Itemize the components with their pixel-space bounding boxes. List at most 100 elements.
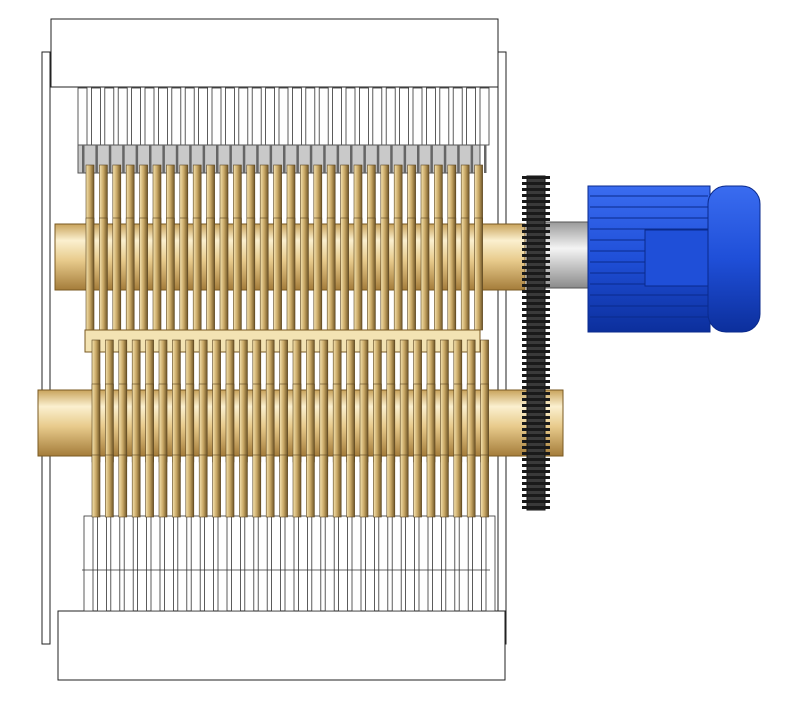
- cutter-blade: [125, 164, 135, 226]
- cutter-blade: [300, 217, 309, 331]
- cutter-blade: [313, 217, 323, 331]
- cutter-blade: [158, 383, 168, 463]
- spacer-strip: [190, 515, 201, 612]
- gear-tooth: [522, 278, 550, 281]
- comb-tooth: [350, 145, 353, 173]
- spacer-strip: [351, 515, 362, 612]
- gear-tooth: [522, 434, 550, 437]
- spacer-strip: [364, 515, 375, 612]
- cutter-blade: [99, 217, 108, 331]
- cutter-blade: [407, 217, 416, 331]
- spacer-strip: [251, 87, 262, 146]
- spacer-strip: [418, 515, 429, 612]
- cutter-blade: [225, 383, 235, 463]
- spacer-strip: [425, 87, 436, 146]
- gear-tooth: [522, 458, 550, 461]
- cutter-blade: [152, 164, 162, 226]
- spacer-strip: [91, 87, 101, 146]
- cutter-blade: [99, 164, 108, 226]
- spacer-strip: [472, 515, 483, 612]
- spacer-strip: [485, 515, 496, 612]
- spacer-strip: [378, 515, 389, 612]
- gear-tooth: [522, 500, 550, 503]
- comb-tooth: [323, 145, 326, 173]
- gear-tooth: [522, 332, 550, 335]
- cutter-blade: [131, 454, 141, 518]
- gear-tooth: [522, 416, 550, 419]
- gear-tooth: [522, 464, 550, 467]
- cutter-blade: [367, 164, 376, 226]
- cutter-blade: [399, 454, 409, 518]
- spacer-strip: [278, 87, 289, 146]
- cutter-blade: [313, 164, 323, 226]
- spacer-strip: [217, 515, 228, 612]
- cutter-blade: [373, 383, 382, 463]
- spacer-strip: [123, 515, 134, 612]
- gear-tooth: [522, 230, 550, 233]
- cutter-blade: [246, 164, 256, 226]
- comb-tooth: [336, 145, 340, 173]
- cutter-blade: [373, 454, 382, 518]
- spacer-strip: [137, 515, 148, 612]
- cutter-blade: [206, 217, 215, 331]
- gear-tooth: [522, 254, 550, 257]
- cutter-blade: [279, 383, 288, 463]
- cutter-blade: [225, 454, 235, 518]
- comb-tooth: [229, 145, 232, 173]
- comb-tooth: [242, 145, 246, 173]
- spacer-strip: [324, 515, 335, 612]
- gear-tooth: [522, 308, 550, 311]
- spacer-strip: [104, 87, 115, 146]
- gear-tooth: [522, 218, 550, 221]
- gear-tooth: [522, 452, 550, 455]
- cutter-blade: [286, 164, 296, 226]
- comb-tooth: [269, 145, 273, 173]
- cutter-blade: [353, 164, 363, 226]
- cutter-blade: [413, 454, 422, 518]
- cutter-blade: [145, 454, 154, 518]
- gear-tooth: [522, 284, 550, 287]
- cutter-blade: [239, 383, 248, 463]
- cutter-blade: [440, 383, 449, 463]
- cutter-blade: [85, 164, 95, 226]
- gear-tooth: [522, 488, 550, 491]
- gear-tooth: [522, 428, 550, 431]
- cutter-blade: [393, 164, 403, 226]
- spacer-strip: [150, 515, 161, 612]
- drive-gear: [522, 175, 550, 511]
- cutter-blade: [172, 383, 181, 463]
- cutter-blade: [219, 217, 229, 331]
- comb-tooth: [162, 145, 165, 173]
- cutter-blade: [219, 164, 229, 226]
- gear-tooth: [522, 224, 550, 227]
- cutter-blade: [112, 217, 122, 331]
- cutter-blade: [426, 383, 436, 463]
- spacer-strip: [385, 87, 396, 146]
- left-side-plate: [41, 51, 51, 645]
- comb-tooth: [175, 145, 179, 173]
- cutter-blade: [112, 164, 122, 226]
- cutter-blade: [273, 164, 282, 226]
- spacer-strip: [163, 515, 174, 612]
- spacer-strip: [97, 515, 107, 612]
- motor: [587, 185, 761, 333]
- comb-tooth: [484, 145, 487, 173]
- cutter-blade: [346, 383, 355, 463]
- spacer-strip: [399, 87, 410, 146]
- cutter-blade: [420, 217, 430, 331]
- spacer-strip: [391, 515, 402, 612]
- comb-tooth: [122, 145, 125, 173]
- spacer-strip: [479, 87, 490, 146]
- spacer-strip: [224, 87, 235, 146]
- comb-tooth: [283, 145, 286, 173]
- spacer-strip: [198, 87, 209, 146]
- cutter-blade: [326, 217, 336, 331]
- cutter-blade: [139, 164, 148, 226]
- gear-tooth: [522, 248, 550, 251]
- comb-tooth: [363, 145, 366, 173]
- cutter-blade: [332, 383, 342, 463]
- gear-tooth: [522, 410, 550, 413]
- spacer-strip: [204, 515, 215, 612]
- comb-tooth: [443, 145, 447, 173]
- comb-tooth: [403, 145, 407, 173]
